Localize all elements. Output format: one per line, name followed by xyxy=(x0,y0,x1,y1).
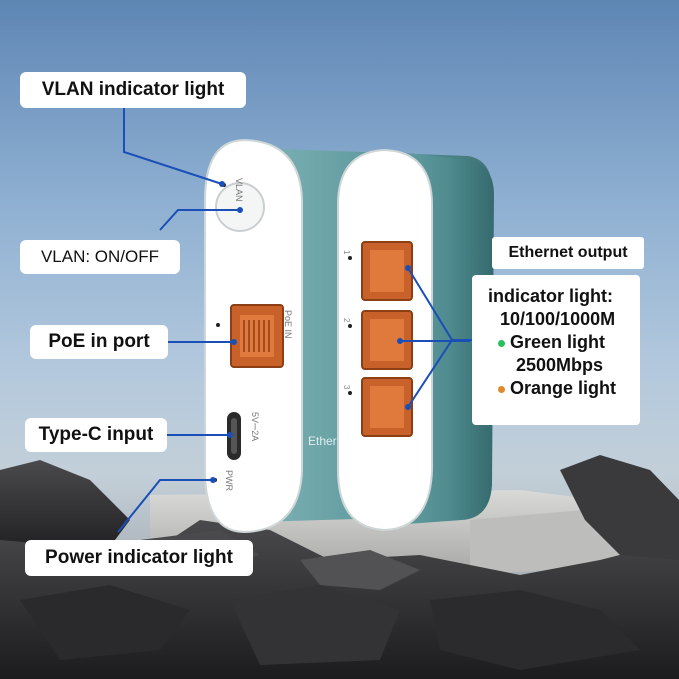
brand-print: Ethern xyxy=(308,434,343,448)
port-number-2: 2 xyxy=(342,318,351,323)
power-rating-print: 5V⎓2A xyxy=(250,412,260,441)
spec-green-light: Green light xyxy=(510,332,606,352)
indicator-spec-box: indicator light: 10/100/1000M Green ligh… xyxy=(472,275,640,425)
vlan-indicator-label: VLAN indicator light xyxy=(20,72,246,108)
right-device: 1 2 3 xyxy=(337,148,494,532)
ethernet-port-3 xyxy=(361,377,413,437)
orange-dot-icon xyxy=(498,385,505,393)
vlan-switch-label: VLAN: ON/OFF xyxy=(20,240,180,274)
ethernet-output-label: Ethernet output xyxy=(492,237,644,269)
ethernet-port-2 xyxy=(361,310,413,370)
port-led-2 xyxy=(348,324,352,328)
poe-print: PoE IN xyxy=(283,310,293,339)
poe-led xyxy=(216,323,220,327)
spec-orange-light: Orange light xyxy=(510,378,617,398)
port-number-1: 1 xyxy=(342,250,351,255)
port-led-3 xyxy=(348,391,352,395)
spec-green-row: Green light xyxy=(498,331,640,354)
spec-2500: 2500Mbps xyxy=(516,355,604,375)
callout-lines xyxy=(117,108,472,533)
typec-label: Type-C input xyxy=(25,418,167,452)
port-number-3: 3 xyxy=(342,385,351,390)
port-led-1 xyxy=(348,256,352,260)
vlan-print: VLAN xyxy=(234,178,244,202)
spec-indicator-title: indicator light: xyxy=(488,286,613,306)
pwr-print: PWR xyxy=(224,470,234,491)
ethernet-port-1 xyxy=(361,241,413,301)
spec-gigabit: 10/100/1000M xyxy=(500,309,616,329)
power-indicator-label: Power indicator light xyxy=(25,540,253,576)
poe-in-label: PoE in port xyxy=(30,325,168,359)
green-dot-icon xyxy=(498,339,505,347)
spec-orange-row: Orange light xyxy=(498,377,640,400)
